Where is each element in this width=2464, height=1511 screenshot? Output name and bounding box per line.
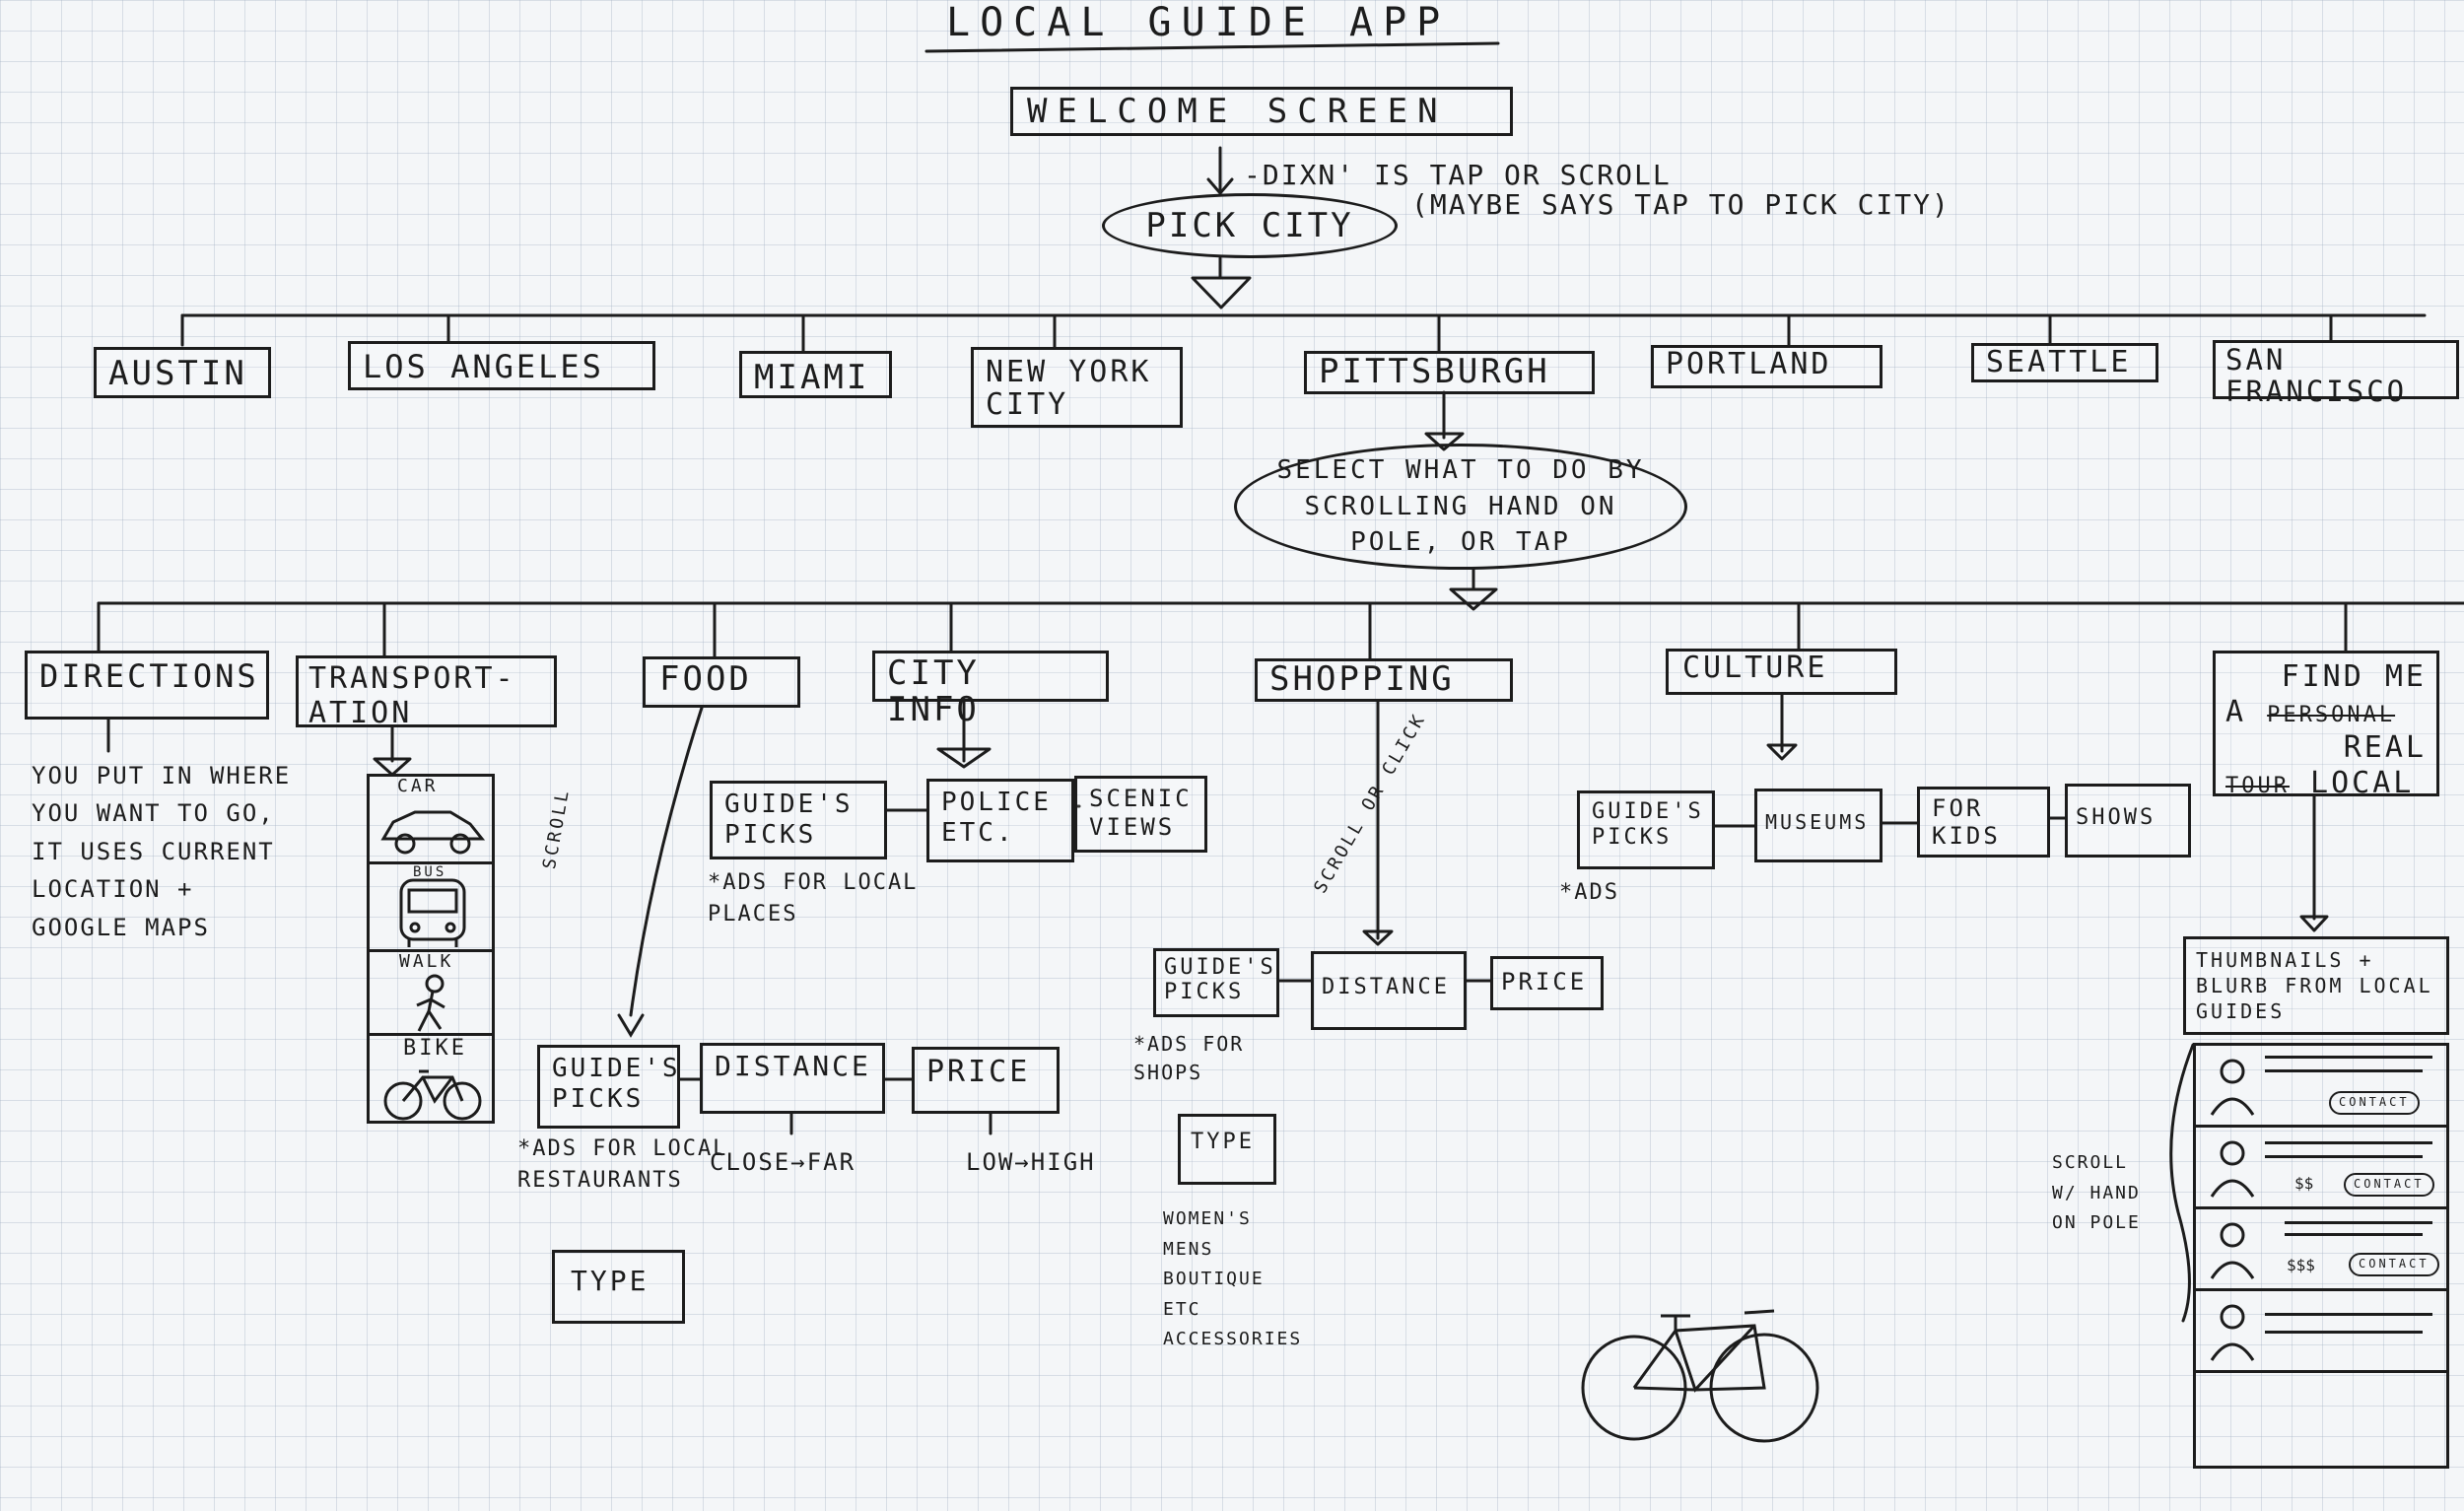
diagram-title: LOCAL GUIDE APP <box>946 0 1451 45</box>
city-los-angeles: LOS ANGELES <box>348 341 655 390</box>
transport-bus: BUS <box>367 861 495 952</box>
culture-museums: MUSEUMS <box>1754 789 1882 862</box>
culture-shows: SHOWS <box>2065 784 2191 858</box>
find-me-guide-list: CONTACT $$ CONTACT $$$ CONTACT <box>2193 1043 2449 1469</box>
transport-walk: WALK <box>367 949 495 1036</box>
person-thumbnail-icon <box>2210 1059 2255 1116</box>
guide-list-row: CONTACT <box>2193 1043 2449 1128</box>
shopping-type-note: WOMEN'S MENS BOUTIQUE ETC ACCESSORIES <box>1163 1208 1303 1350</box>
guide-list-row <box>2193 1288 2449 1373</box>
pick-city-oval: PICK CITY <box>1102 193 1398 258</box>
category-shopping: SHOPPING <box>1255 658 1513 702</box>
city-seattle: SEATTLE <box>1971 343 2158 382</box>
shopping-distance: DISTANCE <box>1311 951 1467 1030</box>
city-austin: AUSTIN <box>94 347 271 398</box>
food-low-high: LOW→HIGH <box>966 1148 1096 1176</box>
car-icon <box>380 810 486 855</box>
shopping-price: PRICE <box>1490 956 1604 1010</box>
food-type: TYPE <box>552 1250 685 1324</box>
category-city-info: CITY INFO <box>872 651 1109 728</box>
find-me-thumbnails-box: THUMBNAILS + BLURB FROM LOCAL GUIDES <box>2183 936 2449 1035</box>
contact-button: CONTACT <box>2344 1173 2434 1197</box>
shopping-type: TYPE <box>1178 1114 1276 1185</box>
food-price: PRICE <box>912 1047 1060 1114</box>
cityinfo-scenic-label: SCENIC VIEWS <box>1089 785 1193 841</box>
transport-bike-label: BIKE <box>403 1036 467 1061</box>
select-what-oval: SELECT WHAT TO DO BY SCROLLING HAND ON P… <box>1234 444 1687 570</box>
transport-bus-label: BUS <box>413 864 447 880</box>
contact-button: CONTACT <box>2349 1253 2439 1276</box>
category-food: FOOD <box>643 656 800 708</box>
cityinfo-ads-note: *ADS FOR LOCAL PLACES <box>708 870 919 927</box>
welcome-note: -DIXN' IS TAP OR SCROLL <box>1244 159 1672 191</box>
find-me-struck-tour: TOUR <box>2225 774 2290 798</box>
walk-icon <box>416 974 445 1032</box>
food-guides-picks: GUIDE'S PICKS <box>537 1045 680 1129</box>
category-culture: CULTURE <box>1666 649 1897 695</box>
price-tier: $$$ <box>2287 1256 2315 1274</box>
category-directions: DIRECTIONS <box>25 651 269 720</box>
guide-list-row: $$ CONTACT <box>2193 1125 2449 1209</box>
find-me-scroll-note: SCROLL W/ HAND ON POLE <box>2052 1152 2141 1234</box>
food-ads-note: *ADS FOR LOCAL RESTAURANTS <box>517 1136 728 1193</box>
cityinfo-guides-picks-label: GUIDE'S PICKS <box>724 790 854 851</box>
transport-stack: CAR BUS WALK BIKE <box>367 774 495 1124</box>
bike-icon <box>383 1069 482 1121</box>
shopping-guides-picks: GUIDE'S PICKS <box>1153 948 1279 1017</box>
shopping-guides-picks-label: GUIDE'S PICKS <box>1164 955 1276 1005</box>
city-pittsburgh: PITTSBURGH <box>1304 351 1595 394</box>
cityinfo-guides-picks: GUIDE'S PICKS <box>710 781 887 859</box>
select-what-label: SELECT WHAT TO DO BY SCROLLING HAND ON P… <box>1276 455 1645 558</box>
transport-walk-label: WALK <box>399 951 454 972</box>
culture-ads-note: *ADS <box>1559 880 1619 905</box>
bicycle-doodle <box>1581 1309 1819 1443</box>
food-close-far: CLOSE→FAR <box>710 1148 856 1176</box>
find-me-line3: REAL <box>2343 730 2427 765</box>
cityinfo-scenic: SCENIC VIEWS <box>1074 776 1207 853</box>
food-distance: DISTANCE <box>700 1043 885 1114</box>
directions-note: YOU PUT IN WHERE YOU WANT TO GO, IT USES… <box>32 762 292 941</box>
culture-for-kids-label: FOR KIDS <box>1932 794 2001 850</box>
transport-car-label: CAR <box>397 776 439 796</box>
transport-bike: BIKE <box>367 1033 495 1124</box>
welcome-note-2: (MAYBE SAYS TAP TO PICK CITY) <box>1411 188 1951 221</box>
guide-list-row: $$$ CONTACT <box>2193 1206 2449 1291</box>
city-san-francisco-label: SAN FRANCISCO <box>2225 343 2408 408</box>
find-me-line4: LOCAL <box>2310 766 2415 800</box>
person-thumbnail-icon <box>2210 1222 2255 1279</box>
category-transportation-label: TRANSPORT-ATION <box>308 661 516 730</box>
price-tier: $$ <box>2294 1174 2314 1193</box>
city-miami: MIAMI <box>739 351 892 398</box>
person-thumbnail-icon <box>2210 1140 2255 1198</box>
category-find-me: FIND ME A PERSONAL REAL TOUR LOCAL <box>2213 651 2439 800</box>
city-san-francisco: SAN FRANCISCO <box>2213 340 2459 407</box>
food-guides-picks-label: GUIDE'S PICKS <box>552 1054 681 1115</box>
transport-car: CAR <box>367 774 495 864</box>
find-me-struck-personal: PERSONAL <box>2267 703 2396 727</box>
shopping-ads-note: *ADS FOR SHOPS <box>1133 1032 1245 1084</box>
welcome-screen-box: WELCOME SCREEN <box>1010 87 1513 136</box>
find-me-thumbnails-label: THUMBNAILS + BLURB FROM LOCAL GUIDES <box>2196 948 2433 1023</box>
category-transportation: TRANSPORT-ATION <box>296 655 557 730</box>
cityinfo-police: POLICE ETC. <box>926 779 1074 862</box>
bus-icon <box>399 878 466 947</box>
city-portland: PORTLAND <box>1651 345 1882 388</box>
cityinfo-police-label: POLICE ETC. <box>941 788 1052 849</box>
find-me-line2: A <box>2225 695 2247 729</box>
culture-guides-picks-label: GUIDE'S PICKS <box>1592 799 1704 851</box>
contact-button: CONTACT <box>2329 1091 2420 1115</box>
culture-guides-picks: GUIDE'S PICKS <box>1577 790 1715 869</box>
culture-for-kids: FOR KIDS <box>1917 787 2050 858</box>
city-new-york-city: NEW YORK CITY <box>971 347 1183 428</box>
city-new-york-city-label: NEW YORK CITY <box>986 355 1152 422</box>
person-thumbnail-icon <box>2210 1304 2255 1361</box>
find-me-line1: FIND ME <box>2281 659 2427 694</box>
